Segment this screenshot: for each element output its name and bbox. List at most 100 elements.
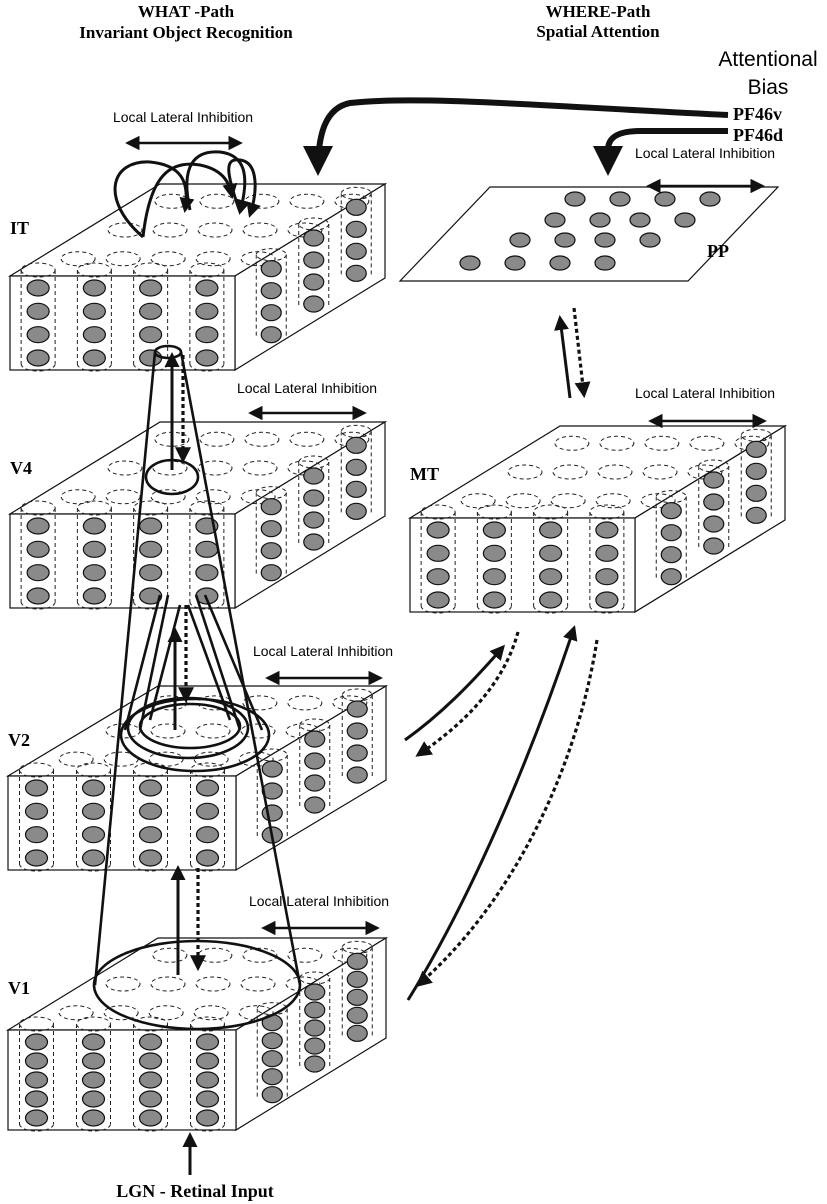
attentional-bias-label-1: Attentional <box>718 48 817 71</box>
column-top <box>105 251 141 267</box>
neuron <box>26 517 50 535</box>
neuron <box>139 279 163 297</box>
neuron <box>139 564 163 582</box>
neuron <box>81 779 106 797</box>
neuron <box>549 255 571 271</box>
v4-lateral-inhibition-label: Local Lateral Inhibition <box>237 380 377 396</box>
column-top <box>287 460 323 476</box>
neuron <box>139 302 163 320</box>
neuron <box>139 326 163 344</box>
neuron <box>139 587 163 605</box>
column-top <box>597 464 633 480</box>
cortical-layers <box>5 182 788 1132</box>
neuron <box>195 826 220 844</box>
neuron <box>345 436 367 454</box>
neuron <box>304 1019 326 1037</box>
neuron <box>745 440 767 458</box>
column-top <box>240 976 276 992</box>
v2-lateral-inhibition-label: Local Lateral Inhibition <box>253 643 393 659</box>
neuron <box>82 349 106 367</box>
neuron <box>138 1090 163 1108</box>
what-path-title: WHAT -Path <box>138 2 235 21</box>
neuron <box>303 273 325 291</box>
column-top <box>244 193 280 209</box>
column-top <box>240 723 276 739</box>
column-top <box>60 251 96 267</box>
neuron <box>81 826 106 844</box>
neuron <box>260 304 282 322</box>
neuron <box>544 212 566 228</box>
neuron <box>24 1033 49 1051</box>
column-top <box>195 489 231 505</box>
column-top <box>238 1005 274 1021</box>
column-top <box>58 751 94 767</box>
column-top <box>554 435 590 451</box>
neuron <box>304 796 326 814</box>
neuron <box>138 1033 163 1051</box>
pp-layer <box>398 186 780 282</box>
neuron <box>595 544 619 562</box>
pf46v-label: PF46v <box>733 104 782 124</box>
neuron <box>589 212 611 228</box>
neuron <box>304 1055 326 1073</box>
neuron <box>303 511 325 529</box>
neuron <box>81 1090 106 1108</box>
it-recurrent-arrows <box>113 150 261 239</box>
neuron <box>260 520 282 538</box>
neuron <box>81 849 106 867</box>
neuron <box>82 564 106 582</box>
column-top <box>148 1005 184 1021</box>
neuron <box>26 302 50 320</box>
neuron <box>303 295 325 313</box>
neuron <box>345 502 367 520</box>
column-top <box>287 222 323 238</box>
neuron <box>304 1037 326 1055</box>
v4-layer-label: V4 <box>10 458 32 478</box>
neuron <box>195 326 219 344</box>
where-path-subtitle: Spatial Attention <box>536 22 660 41</box>
neuron <box>304 774 326 792</box>
neuron <box>304 1001 326 1019</box>
column-top <box>150 489 186 505</box>
neuron <box>24 849 49 867</box>
column-top <box>152 222 188 238</box>
column-top <box>197 460 233 476</box>
neuron <box>609 191 631 207</box>
neuron <box>539 544 563 562</box>
column-top <box>60 489 96 505</box>
column-top <box>460 493 496 509</box>
neuron <box>304 752 326 770</box>
neuron <box>703 471 725 489</box>
v1-layer-box <box>5 936 389 1132</box>
neuron <box>26 349 50 367</box>
column-top <box>242 695 278 711</box>
neuron <box>345 242 367 260</box>
mt-layer-label: MT <box>410 464 439 484</box>
neuron <box>459 255 481 271</box>
neuron <box>564 191 586 207</box>
neuron <box>346 700 368 718</box>
neuron <box>261 1032 283 1050</box>
neuron <box>26 326 50 344</box>
neuron <box>195 564 219 582</box>
column-top <box>734 435 770 451</box>
neuron <box>554 232 576 248</box>
neuron <box>346 1024 368 1042</box>
neuron <box>82 279 106 297</box>
neuron <box>660 568 682 586</box>
neuron <box>261 1086 283 1104</box>
what-path-subtitle: Invariant Object Recognition <box>79 23 293 42</box>
neuron <box>26 587 50 605</box>
neuron <box>426 591 450 609</box>
neuron <box>195 302 219 320</box>
what-path-arrows <box>164 352 206 1175</box>
neuron <box>629 212 651 228</box>
column-top <box>193 751 229 767</box>
neuron <box>482 591 506 609</box>
pf46d-label: PF46d <box>733 125 783 145</box>
neuron <box>260 260 282 278</box>
neuron <box>595 591 619 609</box>
neuron <box>138 849 163 867</box>
neuron <box>345 198 367 216</box>
neuron <box>346 766 368 784</box>
